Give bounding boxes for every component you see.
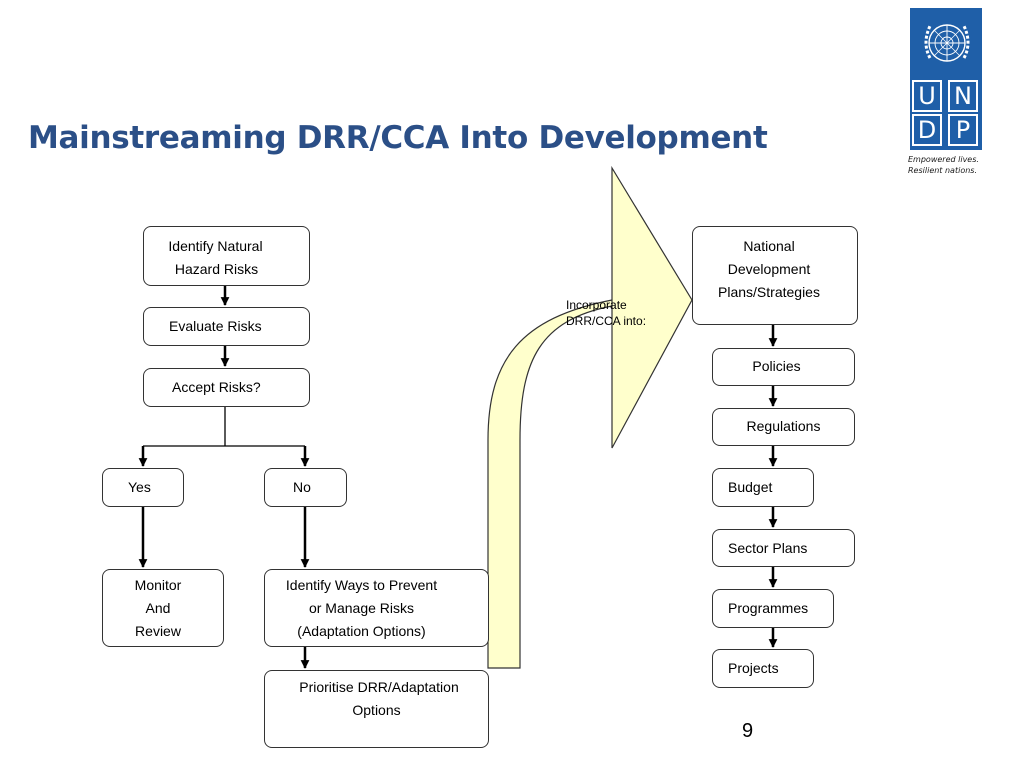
budget-box: Budget [712, 468, 814, 507]
accept-risks-box: Accept Risks? [143, 368, 310, 407]
regulations-label: Regulations [746, 418, 821, 434]
identify-ways-box: Identify Ways to Prevent or Manage Risks… [264, 569, 489, 647]
tagline-line-2: Resilient nations. [908, 166, 977, 175]
national-development-box: National Development Plans/Strategies [692, 226, 858, 325]
logo-letter-n: N [948, 80, 978, 112]
yes-box: Yes [102, 468, 184, 507]
national-line-3: Plans/Strategies [718, 284, 820, 300]
un-emblem-icon [924, 24, 970, 62]
prioritise-line-1: Prioritise DRR/Adaptation [299, 679, 459, 695]
sector-plans-label: Sector Plans [728, 539, 808, 556]
budget-label: Budget [728, 479, 773, 495]
identify-hazards-box: Identify Natural Hazard Risks [143, 226, 310, 286]
identify-ways-line-3: (Adaptation Options) [297, 622, 426, 639]
incorporate-label-line-2: DRR/CCA into: [566, 314, 647, 328]
undp-logo-panel: U N D P [910, 8, 982, 150]
slide-title: Mainstreaming DRR/CCA Into Development [28, 120, 768, 156]
identify-ways-line-1: Identify Ways to Prevent [285, 576, 438, 593]
regulations-box: Regulations [712, 408, 855, 446]
no-label: No [293, 479, 311, 495]
policies-box: Policies [712, 348, 855, 386]
prioritise-line-2: Options [352, 702, 401, 718]
logo-letter-u: U [912, 80, 942, 112]
monitor-line-2: And [145, 599, 171, 616]
projects-box: Projects [712, 649, 814, 688]
programmes-box: Programmes [712, 589, 834, 628]
programmes-label: Programmes [728, 600, 809, 616]
monitor-line-1: Monitor [134, 576, 182, 593]
national-line-1: National [743, 238, 795, 254]
sector-plans-box: Sector Plans [712, 529, 855, 567]
incorporate-label: Incorporate DRR/CCA into: [566, 297, 646, 329]
national-line-2: Development [727, 261, 811, 277]
incorporate-arrow-shape [487, 165, 693, 669]
no-box: No [264, 468, 347, 507]
page-number: 9 [742, 720, 754, 742]
undp-logo: U N D P Empowered lives. Resilient natio… [908, 8, 986, 180]
accept-risks-label: Accept Risks? [172, 379, 261, 395]
prioritise-options-box: Prioritise DRR/Adaptation Options [264, 670, 489, 748]
monitor-line-3: Review [135, 622, 181, 639]
tagline-line-1: Empowered lives. [908, 155, 979, 164]
monitor-review-box: Monitor And Review [102, 569, 224, 647]
identify-hazards-line-2: Hazard Risks [174, 261, 259, 277]
yes-label: Yes [128, 479, 151, 495]
logo-letter-d: D [912, 114, 942, 146]
policies-label: Policies [752, 358, 801, 374]
logo-letter-p: P [948, 114, 978, 146]
evaluate-risks-box: Evaluate Risks [143, 307, 310, 346]
projects-label: Projects [728, 660, 779, 676]
identify-ways-line-2: or Manage Risks [308, 599, 415, 616]
evaluate-risks-label: Evaluate Risks [169, 318, 262, 334]
logo-tagline: Empowered lives. Resilient nations. [908, 154, 988, 176]
identify-hazards-line-1: Identify Natural [168, 238, 263, 254]
incorporate-label-line-1: Incorporate [566, 298, 627, 312]
